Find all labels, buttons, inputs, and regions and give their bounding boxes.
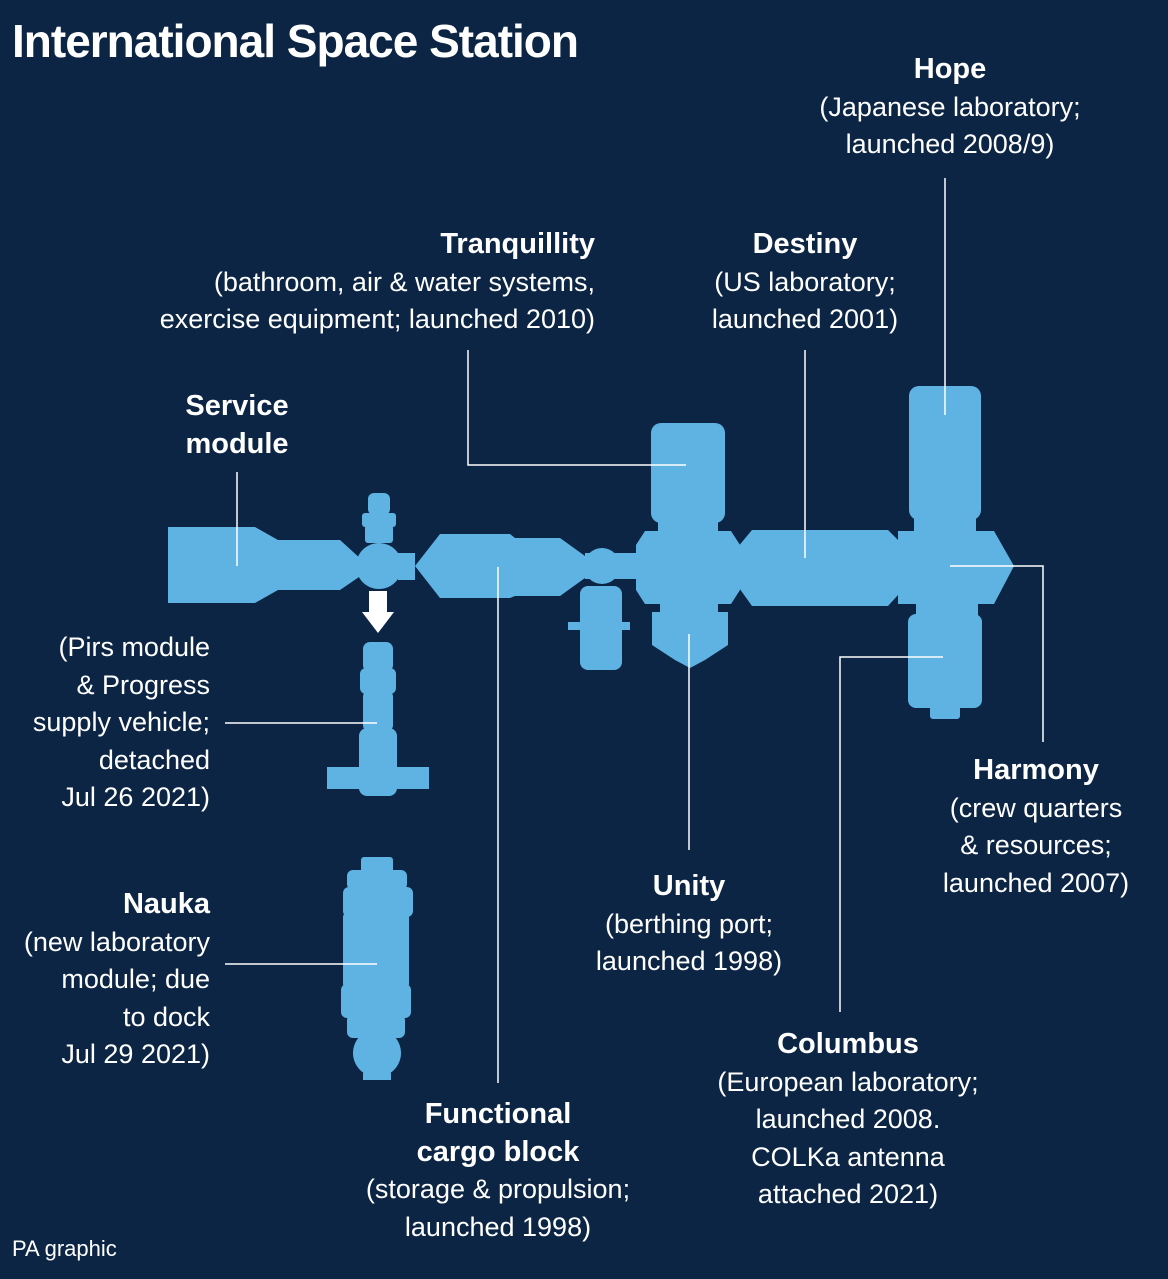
progress-solar-panels [327,767,429,789]
destiny-label: Destiny (US laboratory; launched 2001) [680,226,930,339]
tranquillity-desc-line: (bathroom, air & water systems, [213,266,595,297]
columbus-label: Columbus (European laboratory; launched … [698,1026,998,1214]
destiny-desc-line: (US laboratory; [714,266,896,297]
pirs-module-shape [363,642,393,672]
page-title: International Space Station [12,15,579,67]
columbus-desc-line: (European laboratory; [717,1066,979,1097]
fgb-label: Functional cargo block (storage & propul… [348,1096,648,1246]
tranquillity-leader-line [467,350,686,466]
pirs-desc-line: & Progress [76,669,210,700]
harmony-shape [898,531,1014,604]
harmony-desc-line: launched 2007) [942,867,1130,898]
destiny-shape [737,530,898,606]
pirs-desc-line: Jul 26 2021) [61,782,210,812]
functional-cargo-block-shape [415,534,585,598]
columbus-desc-line: COLKa antenna [751,1141,945,1172]
harmony-name: Harmony [973,754,1099,786]
hope-shape [909,386,981,520]
harmony-desc-line: & resources; [960,830,1112,860]
fgb-desc-line: launched 1998) [404,1211,592,1242]
hope-desc-line: (Japanese laboratory; [819,91,1081,122]
tranquillity-label: Tranquillity (bathroom, air & water syst… [60,226,595,339]
destiny-desc-line: launched 2001) [711,304,899,334]
destiny-name: Destiny [752,228,858,260]
service-module-name-line: Service [185,390,289,422]
unity-desc-line: (berthing port; [604,908,774,939]
docking-node-shape [356,543,402,589]
docking-port-top [368,493,390,515]
pirs-desc-line: (Pirs module [58,632,210,662]
unity-name: Unity [652,870,726,902]
nauka-desc-line: (new laboratory [23,926,210,957]
tranquillity-name: Tranquillity [440,228,595,260]
tranquillity-desc-line: exercise equipment; launched 2010) [159,304,595,334]
nauka-name: Nauka [122,888,210,920]
fgb-name-line: Functional [424,1098,572,1130]
hope-name: Hope [913,53,987,85]
harmony-leader-line [950,565,1044,742]
hope-desc-line: launched 2008/9) [845,129,1055,159]
columbus-shape [908,614,982,708]
harmony-desc-line: (crew quarters [949,792,1123,823]
columbus-name: Columbus [777,1028,919,1060]
nauka-desc-line: to dock [122,1001,210,1032]
nauka-shape [361,857,393,873]
unity-desc-line: launched 1998) [595,946,783,976]
service-module-label: Service module [137,388,337,463]
pirs-desc-line: supply vehicle; [32,707,210,737]
columbus-desc-line: launched 2008. [755,1104,941,1134]
columbus-desc-line: attached 2021) [757,1179,939,1209]
nauka-label: Nauka (new laboratory module; due to doc… [10,886,210,1074]
fgb-name-line: cargo block [416,1135,580,1168]
unity-label: Unity (berthing port; launched 1998) [574,868,804,981]
pirs-label: (Pirs module & Progress supply vehicle; … [10,629,210,817]
columbus-leader-line [839,656,943,1012]
service-module-shape [168,527,362,603]
nauka-desc-line: Jul 29 2021) [61,1039,210,1069]
harmony-label: Harmony (crew quarters & resources; laun… [916,752,1156,902]
unity-shape [636,531,740,604]
hope-label: Hope (Japanese laboratory; launched 2008… [800,51,1100,164]
pirs-desc-line: detached [98,744,210,775]
detach-arrow-icon [362,591,394,633]
tranquillity-shape [651,423,725,523]
unity-lower-module-shape [652,612,728,668]
credit-footer: PA graphic [12,1236,117,1261]
nauka-desc-line: module; due [61,964,210,994]
service-module-name-line: module [185,427,289,460]
fgb-desc-line: (storage & propulsion; [365,1174,631,1204]
